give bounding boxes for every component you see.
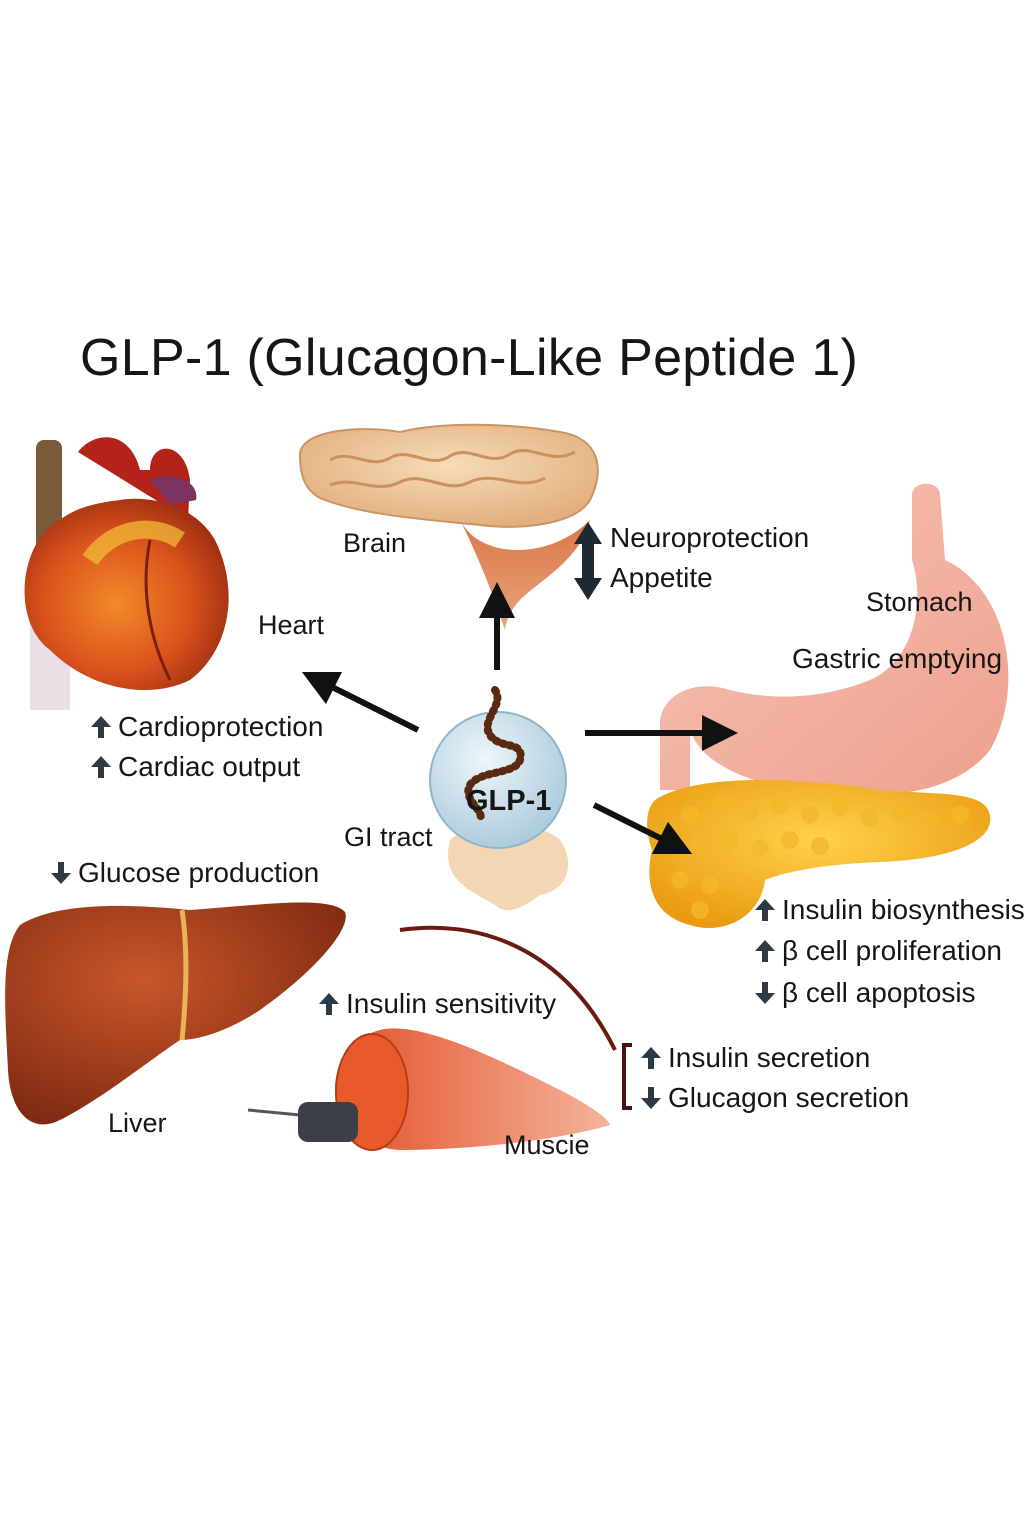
arrow-up-icon: [90, 754, 112, 780]
liver-effect-0-text: Glucose production: [78, 857, 319, 889]
arrow-up-icon: [754, 938, 776, 964]
stomach-effect-0: Gastric emptying: [792, 643, 1002, 675]
pancreas-effect-3: Insulin secretion: [640, 1042, 870, 1074]
pancreas-effect-0: Insulin biosynthesis: [754, 894, 1024, 926]
pancreas-effect-2-text: β cell apoptosis: [782, 977, 976, 1009]
pancreas-effect-4: Glucagon secretion: [640, 1082, 909, 1114]
brain-effect-0: Neuroprotection: [610, 522, 809, 554]
brain-effect-1: Appetite: [610, 562, 713, 594]
pancreas-effect-0-text: Insulin biosynthesis: [782, 894, 1024, 926]
muscle-effect-0-text: Insulin sensitivity: [346, 988, 556, 1020]
arrow-up-icon: [90, 714, 112, 740]
heart-effect-0-text: Cardioprotection: [118, 711, 323, 743]
arrow-up-icon: [640, 1045, 662, 1071]
liver-effect-0: Glucose production: [50, 857, 319, 889]
heart-effect-0: Cardioprotection: [90, 711, 323, 743]
arrow-down-icon: [754, 980, 776, 1006]
pancreas-effect-4-text: Glucagon secretion: [668, 1082, 909, 1114]
pancreas-effect-1-text: β cell proliferation: [782, 935, 1002, 967]
heart-effect-1: Cardiac output: [90, 751, 300, 783]
pancreas-effect-3-text: Insulin secretion: [668, 1042, 870, 1074]
arrow-up-icon: [318, 991, 340, 1017]
arrow-up-icon: [754, 897, 776, 923]
arrow-down-icon: [640, 1085, 662, 1111]
arrow-down-icon: [50, 860, 72, 886]
pancreas-effect-1: β cell proliferation: [754, 935, 1002, 967]
muscle-effect-0: Insulin sensitivity: [318, 988, 556, 1020]
pancreas-effect-2: β cell apoptosis: [754, 977, 976, 1009]
heart-effect-1-text: Cardiac output: [118, 751, 300, 783]
